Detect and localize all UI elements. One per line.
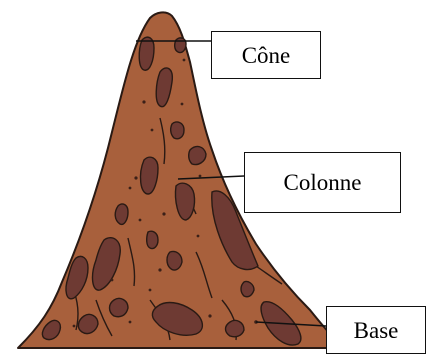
label-base: Base [326,306,426,354]
label-colonne: Colonne [244,152,401,213]
label-base-text: Base [354,319,399,342]
label-cone-text: Cône [242,44,291,67]
label-cone: Cône [211,31,321,79]
label-colonne-text: Colonne [284,171,362,194]
